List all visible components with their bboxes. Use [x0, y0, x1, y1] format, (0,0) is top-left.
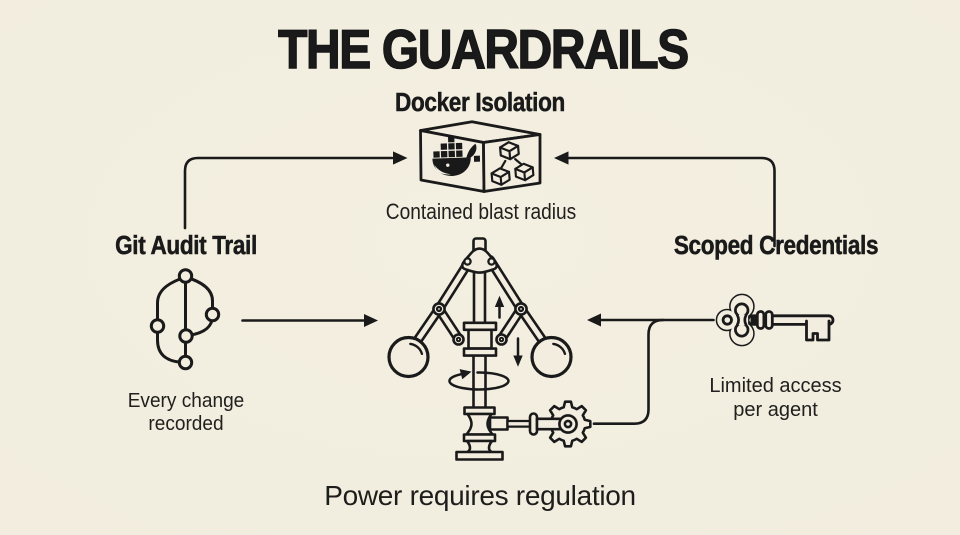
git-caption-line2: recorded — [147, 411, 224, 435]
docker-box-icon — [419, 120, 542, 193]
credentials-caption-line2: per agent — [733, 398, 818, 421]
docker-caption: Contained blast radius — [385, 199, 576, 224]
git-commit-graph-icon — [149, 268, 221, 371]
credentials-caption-line1: Limited access — [709, 374, 842, 397]
arrow-git-to-governor — [241, 314, 378, 327]
line-credentials-to-gear — [592, 318, 665, 425]
flyball-right — [530, 335, 573, 379]
page-title: THE GUARDRAILS — [277, 17, 689, 81]
flyball-left — [387, 335, 430, 379]
skeleton-key-icon — [715, 293, 835, 347]
arrow-git-to-docker — [183, 151, 408, 230]
arrow-credentials-to-governor — [587, 313, 715, 425]
docker-isolation-label: Docker Isolation — [395, 89, 566, 118]
git-caption-line1: Every change — [127, 388, 244, 412]
centrifugal-governor-icon — [387, 237, 592, 461]
footer-caption: Power requires regulation — [324, 480, 636, 511]
git-audit-trail-label: Git Audit Trail — [115, 232, 258, 261]
credentials-caption: Limited access per agent — [709, 374, 841, 422]
docker-whale-icon — [432, 135, 481, 176]
git-caption: Every change recorded — [127, 389, 244, 435]
rotation-arrow-icon — [448, 369, 510, 391]
up-arrow-icon — [494, 295, 505, 319]
arrow-credentials-to-docker — [554, 151, 776, 248]
down-arrow-icon — [513, 337, 523, 367]
scoped-credentials-label: Scoped Credentials — [673, 232, 878, 261]
gear-icon — [488, 400, 592, 448]
container-cubes-icon — [490, 141, 535, 186]
